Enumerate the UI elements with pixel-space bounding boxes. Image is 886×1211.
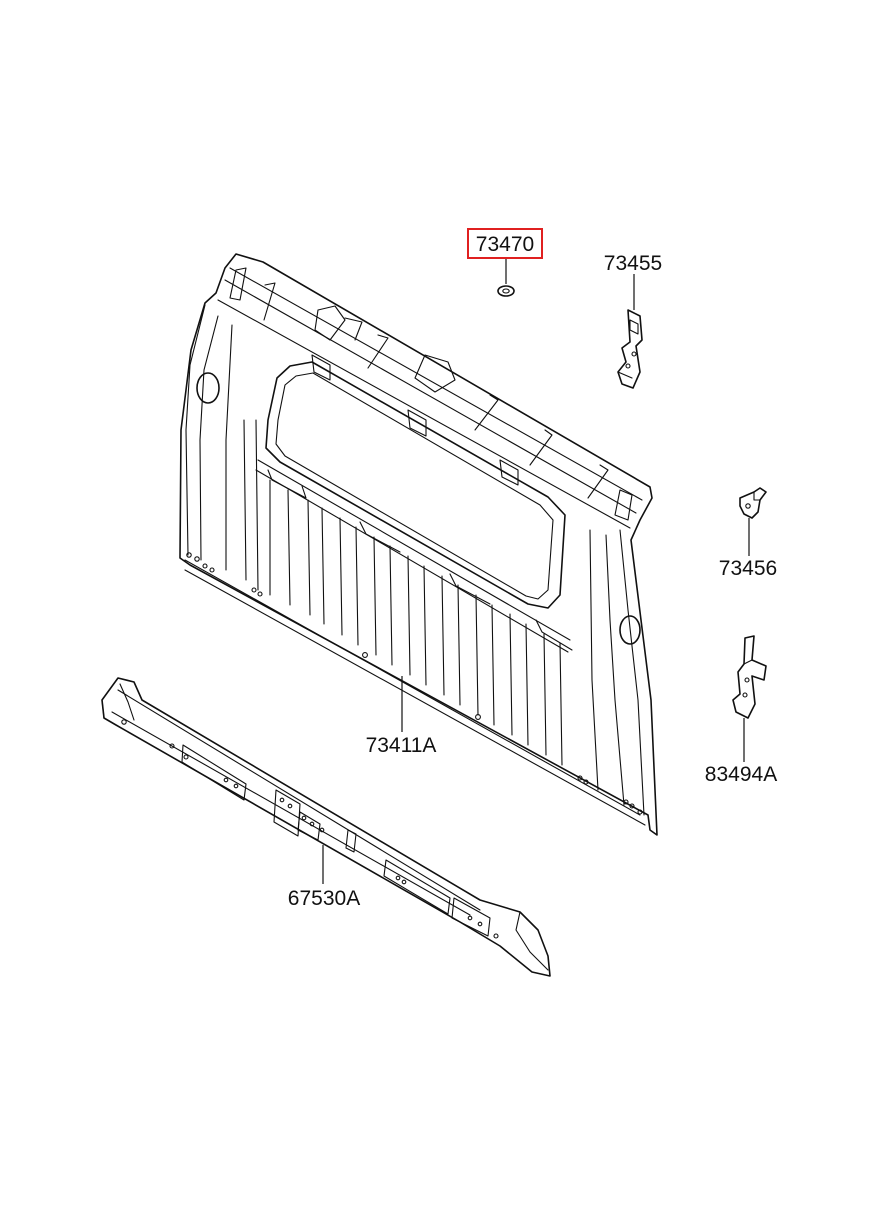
callout-label: 73456 <box>719 557 777 580</box>
plug-part <box>497 285 515 297</box>
callout-highlight-box <box>467 228 543 259</box>
callout-73470[interactable]: 73470 <box>467 228 543 259</box>
callout-73455[interactable]: 73455 <box>604 252 662 275</box>
callout-label: 73470 <box>476 233 534 256</box>
callout-83494a[interactable]: 83494A <box>705 763 777 786</box>
leader-lines <box>322 258 750 884</box>
back-panel-part <box>179 253 658 836</box>
crossmember-part <box>101 677 551 977</box>
callout-67530a[interactable]: 67530A <box>288 887 360 910</box>
bracket-83494a-part <box>732 635 767 719</box>
callout-73411a[interactable]: 73411A <box>366 734 437 757</box>
callout-label: 73411A <box>366 734 437 757</box>
callout-label: 67530A <box>288 887 360 910</box>
clip-73456-part <box>739 487 767 519</box>
bracket-73455-part <box>617 309 643 389</box>
callout-label: 73455 <box>604 252 662 275</box>
callout-label: 83494A <box>705 763 777 786</box>
callout-73456[interactable]: 73456 <box>719 557 777 580</box>
